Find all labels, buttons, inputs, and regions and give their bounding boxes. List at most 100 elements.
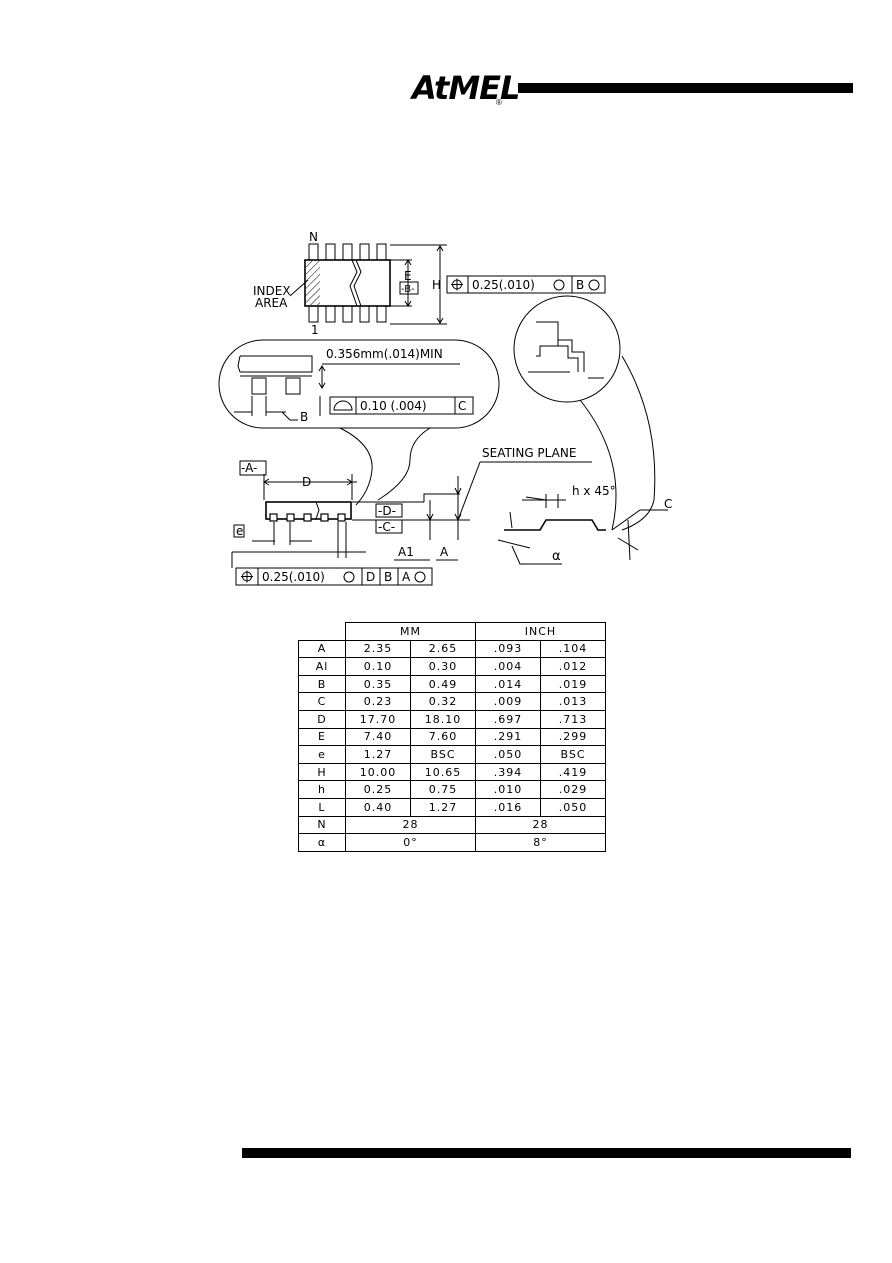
label-angle: α <box>552 549 561 564</box>
cell-in-max: .013 <box>540 692 606 711</box>
label-c: C <box>664 497 672 511</box>
cell-mm-min: 10.00 <box>345 762 411 782</box>
cell-mm-min: 1.27 <box>345 745 411 764</box>
fcf-bottom-value: 0.25(.010) <box>262 570 325 584</box>
label-datum-a: -A- <box>241 461 257 475</box>
label-area: AREA <box>255 296 288 310</box>
logo-wordmark: AtMEL <box>412 69 520 107</box>
label-pin-1: 1 <box>311 323 319 337</box>
fcf-bottom-datum-d: D <box>366 570 375 584</box>
cell-mm-max: 18.10 <box>410 709 476 729</box>
cell-in-max: .419 <box>540 762 606 782</box>
cell-in-min: .394 <box>475 762 541 782</box>
label-index: INDEX <box>253 284 291 298</box>
cell-sym: D <box>298 709 346 729</box>
cell-in-min: .050 <box>475 745 541 764</box>
cell-in-min: .016 <box>475 797 541 817</box>
cell-mm-min: 17.70 <box>345 709 411 729</box>
cell-mm-max: 2.65 <box>410 639 476 659</box>
label-datum-b: -B- <box>401 284 415 295</box>
label-h: H <box>432 278 441 292</box>
cell-in-max: .104 <box>540 639 606 659</box>
label-e-pitch: e <box>236 524 243 538</box>
cell-in-max: .050 <box>540 797 606 817</box>
cell-in-min: .291 <box>475 727 541 747</box>
registered-mark: ® <box>496 98 502 107</box>
cell-mm-min: 2.35 <box>345 639 411 659</box>
cell-in-min: .010 <box>475 780 541 799</box>
fcf-top-datum: B <box>576 278 584 292</box>
footer-rule <box>242 1148 851 1158</box>
cell-mm: 0° <box>345 833 476 852</box>
cell-sym: C <box>298 692 346 711</box>
cell-in-max: .019 <box>540 674 606 694</box>
label-seating-plane: SEATING PLANE <box>482 446 576 460</box>
cell-inch: 8° <box>475 833 606 852</box>
cell-in-min: .697 <box>475 709 541 729</box>
label-a: A <box>440 545 449 559</box>
atmel-logo: AtMEL ® <box>412 68 520 112</box>
label-chamfer: h x 45° <box>572 484 616 498</box>
cell-in-min: .009 <box>475 692 541 711</box>
cell-sym: e <box>298 745 346 764</box>
cell-in-max: .029 <box>540 780 606 799</box>
label-detail-b: B <box>300 410 308 424</box>
cell-sym: α <box>298 833 346 852</box>
cell-mm-max: 0.32 <box>410 692 476 711</box>
lead-detail-bubble <box>218 339 500 506</box>
cell-sym: E <box>298 727 346 747</box>
cell-in-min: .014 <box>475 674 541 694</box>
cell-sym: H <box>298 762 346 782</box>
cell-mm-max: BSC <box>410 745 476 764</box>
cell-in-max: .299 <box>540 727 606 747</box>
end-view <box>497 295 668 565</box>
cell-in-max: .012 <box>540 657 606 676</box>
cell-mm-min: 0.25 <box>345 780 411 799</box>
cell-mm: 28 <box>345 815 476 835</box>
fcf-top-value: 0.25(.010) <box>472 278 535 292</box>
label-min-spacing: 0.356mm(.014)MIN <box>326 347 443 361</box>
top-view <box>289 243 606 325</box>
cell-in-min: .093 <box>475 639 541 659</box>
cell-inch: 28 <box>475 815 606 835</box>
cell-mm-min: 0.35 <box>345 674 411 694</box>
cell-mm-min: 0.10 <box>345 657 411 676</box>
cell-mm-max: 1.27 <box>410 797 476 817</box>
label-a1: A1 <box>398 545 414 559</box>
cell-sym: A <box>298 639 346 659</box>
label-d: D <box>302 475 311 489</box>
cell-in-max: .713 <box>540 709 606 729</box>
cell-mm-max: 0.75 <box>410 780 476 799</box>
table-header-row: MM INCH <box>298 622 606 641</box>
cell-mm-max: 10.65 <box>410 762 476 782</box>
label-datum-c: -C- <box>378 520 395 534</box>
cell-in-min: .004 <box>475 657 541 676</box>
cell-sym: Al <box>298 657 346 676</box>
fcf-bottom-datum-a: A <box>402 570 411 584</box>
header-rule <box>518 83 853 93</box>
fcf-flat-datum: C <box>458 399 466 413</box>
cell-mm-max: 0.49 <box>410 674 476 694</box>
cell-mm-max: 7.60 <box>410 727 476 747</box>
header-mm: MM <box>345 622 476 641</box>
fcf-flat-value: 0.10 (.004) <box>360 399 427 413</box>
side-view <box>231 460 592 586</box>
cell-mm-min: 0.23 <box>345 692 411 711</box>
cell-mm-min: 7.40 <box>345 727 411 747</box>
cell-mm-max: 0.30 <box>410 657 476 676</box>
cell-sym: L <box>298 797 346 817</box>
fcf-bottom-datum-b: B <box>384 570 392 584</box>
